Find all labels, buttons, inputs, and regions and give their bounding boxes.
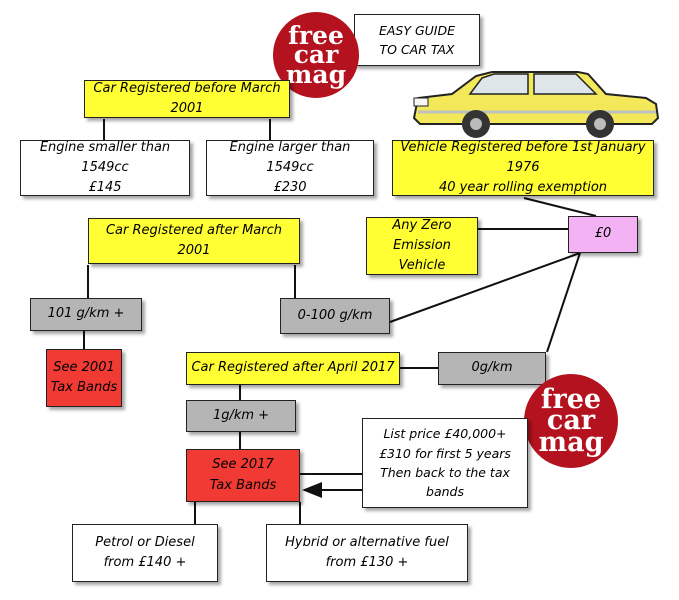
node-over-101: 101 g/km + [30, 298, 142, 331]
logo-top-line3: mag [285, 59, 347, 89]
logo-top-line2: car [293, 40, 339, 70]
node-before-2001: Car Registered before March 2001 [84, 80, 290, 118]
node-before-2001-label: Car Registered before March 2001 [93, 80, 281, 116]
node-over-101-label: 101 g/km + [47, 306, 125, 322]
node-petrol-diesel-line2: from £140 + [103, 555, 187, 570]
node-engine-large: Engine larger than 1549cc £230 [206, 140, 374, 196]
node-zero-cost: £0 [568, 216, 638, 253]
classic-car-icon [412, 71, 660, 138]
node-bands-2017: See 2017 Tax Bands [186, 449, 300, 502]
logo-top-line1: free [288, 20, 344, 50]
node-bands-2017-line1: See 2017 [212, 457, 274, 473]
node-zero-emission-line2: Vehicle [398, 258, 446, 274]
logo-bottom-line2: car [546, 405, 596, 437]
node-engine-large-line2: £230 [273, 180, 307, 196]
node-range-0-100: 0-100 g/km [280, 298, 390, 334]
node-after-2017-label: Car Registered after April 2017 [191, 360, 395, 376]
node-range-0-100-label: 0-100 g/km [297, 307, 373, 323]
node-engine-small: Engine smaller than 1549cc £145 [20, 140, 190, 196]
node-bands-2001: See 2001 Tax Bands [46, 349, 122, 407]
node-after-2017: Car Registered after April 2017 [186, 352, 400, 385]
node-before-1976-line2: 40 year rolling exemption [438, 180, 608, 196]
node-petrol-diesel: Petrol or Diesel from £140 + [72, 524, 218, 582]
node-bands-2017-line2: Tax Bands [209, 477, 277, 493]
node-petrol-diesel-line1: Petrol or Diesel [95, 534, 195, 550]
guide-title-line2: TO CAR TAX [379, 42, 455, 57]
line-range-cost [389, 252, 581, 323]
node-before-1976: Vehicle Registered before 1st January 19… [392, 140, 654, 196]
logo-bottom-line1: free [540, 384, 602, 416]
node-list-price-line3: Then back to the tax bands [380, 465, 510, 500]
node-engine-small-line1: Engine smaller than 1549cc [39, 139, 171, 175]
node-engine-large-line1: Engine larger than 1549cc [229, 139, 351, 175]
node-zero-emission-line1: Any Zero Emission [392, 217, 452, 253]
node-zero-gkm-label: 0g/km [471, 360, 513, 376]
node-before-1976-line1: Vehicle Registered before 1st January 19… [400, 139, 646, 175]
node-bands-2001-line2: Tax Bands [50, 380, 118, 395]
node-after-2001-label: Car Registered after March 2001 [105, 222, 283, 258]
guide-title-line1: EASY GUIDE [378, 22, 456, 38]
node-hybrid: Hybrid or alternative fuel from £130 + [266, 524, 468, 582]
guide-title: EASY GUIDE TO CAR TAX [354, 14, 480, 66]
line-1976-cost [523, 197, 597, 217]
node-zero-cost-label: £0 [594, 226, 612, 242]
node-engine-small-line2: £145 [88, 180, 122, 196]
node-zero-gkm: 0g/km [438, 352, 546, 385]
node-over-1: 1g/km + [186, 400, 296, 432]
node-bands-2001-line1: See 2001 [53, 359, 115, 375]
node-hybrid-line1: Hybrid or alternative fuel [285, 534, 449, 550]
node-list-price: List price £40,000+ £310 for first 5 yea… [362, 418, 528, 508]
node-after-2001: Car Registered after March 2001 [88, 218, 300, 264]
line-cost-zerogkm [546, 252, 581, 353]
logo-bottom-line3: mag [538, 426, 604, 458]
node-list-price-line1: List price £40,000+ [383, 426, 507, 442]
node-list-price-line2: £310 for first 5 years [379, 445, 511, 461]
freecarmag-logo-bottom: free car mag [524, 374, 618, 468]
node-over-1-label: 1g/km + [212, 407, 270, 423]
node-zero-emission: Any Zero Emission Vehicle [366, 217, 478, 275]
freecarmag-logo-top: free car mag [273, 12, 359, 98]
node-hybrid-line2: from £130 + [325, 555, 409, 570]
